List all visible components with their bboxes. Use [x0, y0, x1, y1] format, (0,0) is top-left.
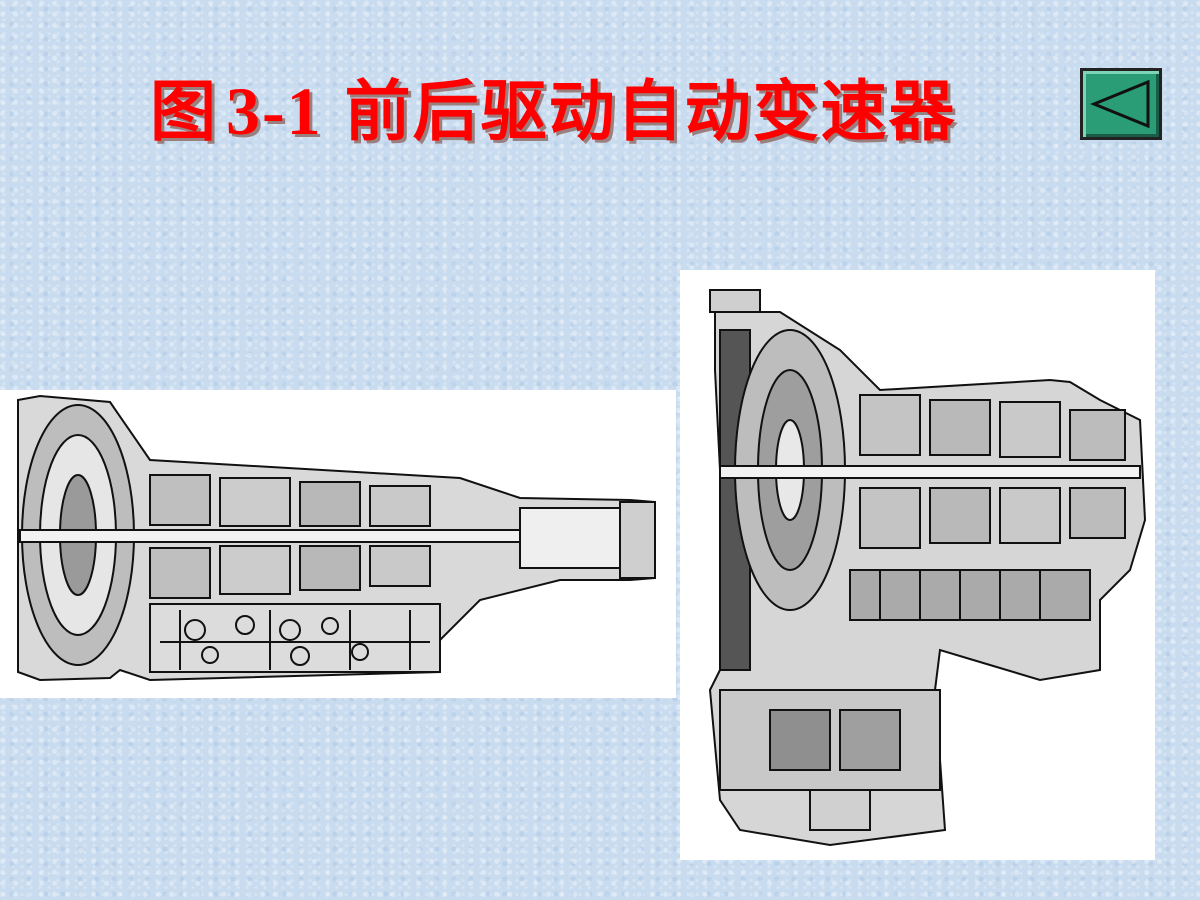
title-number: 3-1 — [226, 73, 323, 149]
title-text: 前后驱动自动变速器 — [344, 73, 957, 150]
rear-drive-transmission-drawing — [17, 394, 656, 682]
back-button[interactable] — [1080, 68, 1162, 140]
title-prefix: 图 — [150, 73, 218, 150]
rear-drive-transmission-figure — [0, 390, 676, 698]
front-drive-transaxle-drawing — [708, 289, 1147, 847]
triangle-left-icon — [1090, 79, 1150, 129]
front-drive-transaxle-figure — [680, 270, 1155, 860]
